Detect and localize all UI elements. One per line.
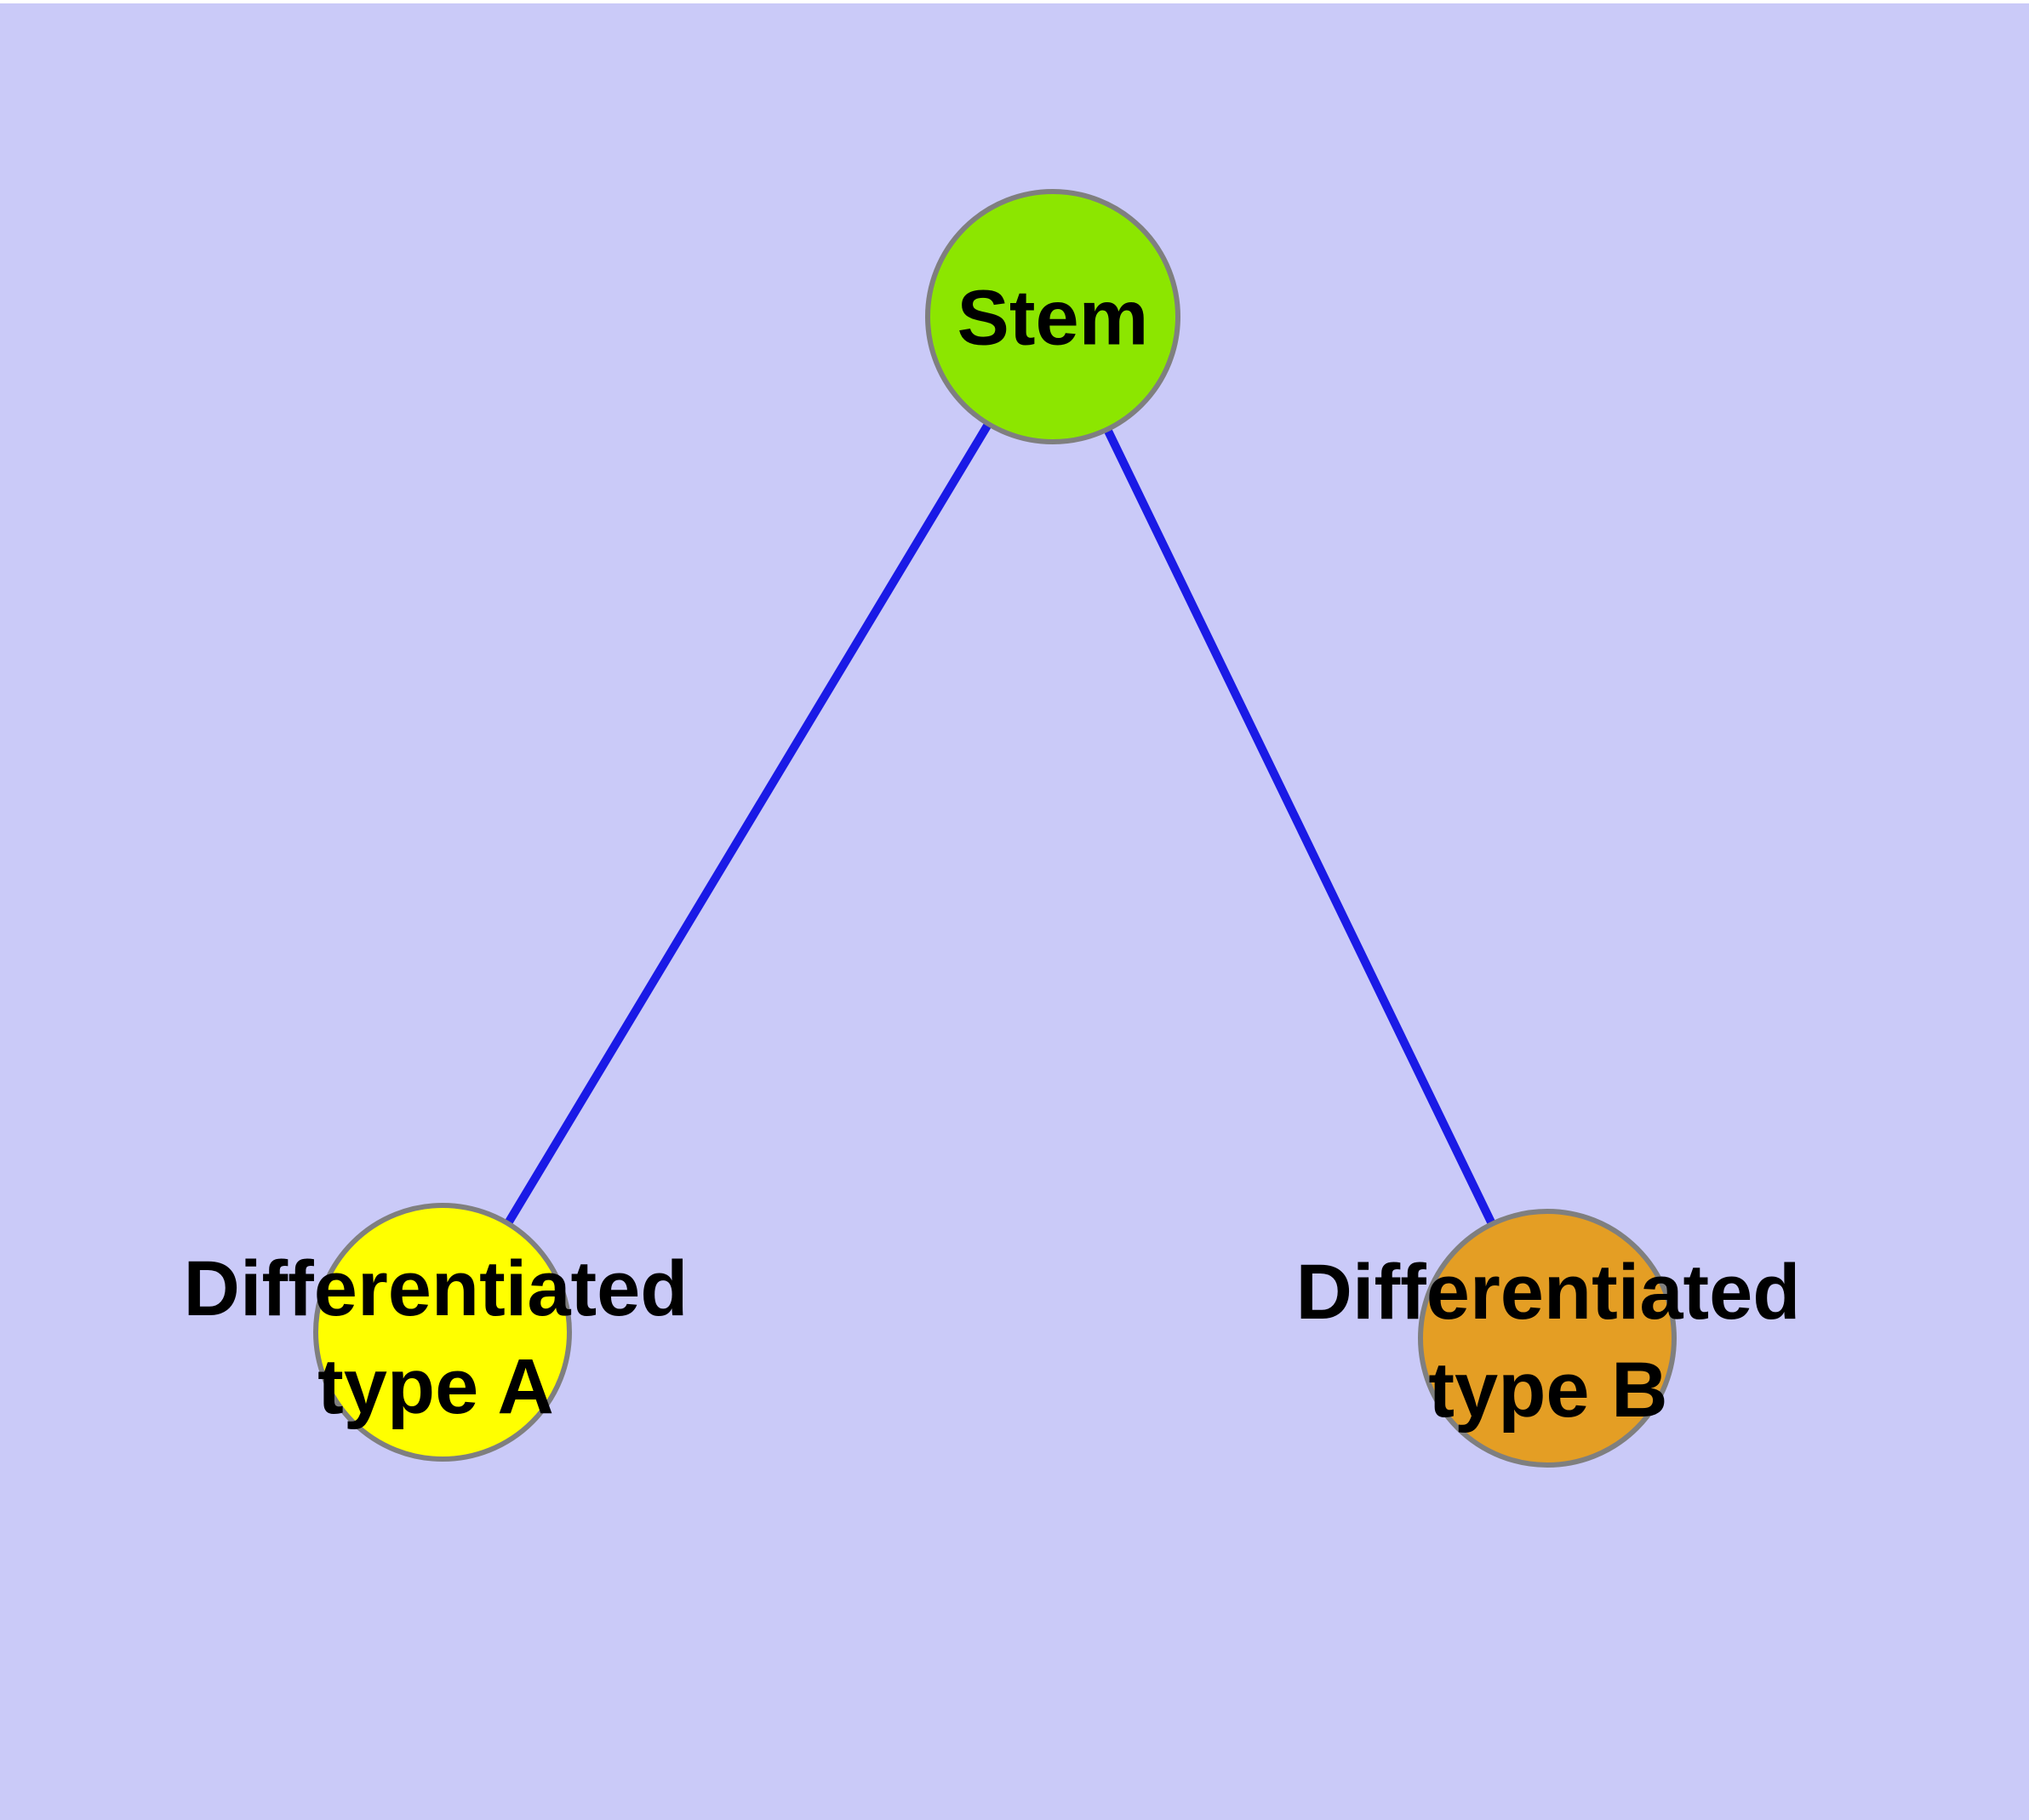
node-differentiated-type-b-circle [1418,1209,1677,1468]
node-differentiated-type-a-circle [313,1203,572,1462]
type-a-label-line-2: type A [317,1343,554,1430]
type-b-label-line-1: Differentiated [1295,1249,1801,1336]
stem-node-label: Stem [957,270,1149,368]
differentiated-type-a-node-label: Differentiated type A [184,1240,689,1436]
type-a-label-line-1: Differentiated [183,1245,689,1332]
type-b-label-line-2: type B [1428,1347,1668,1434]
node-stem-circle [925,189,1180,444]
edge-stem-to-type-a [438,314,1057,1335]
top-margin-strip [0,0,2029,3]
stem-label-line: Stem [957,274,1149,362]
differentiated-type-b-node-label: Differentiated type B [1296,1244,1801,1439]
edge-stem-to-type-b [1049,314,1552,1341]
